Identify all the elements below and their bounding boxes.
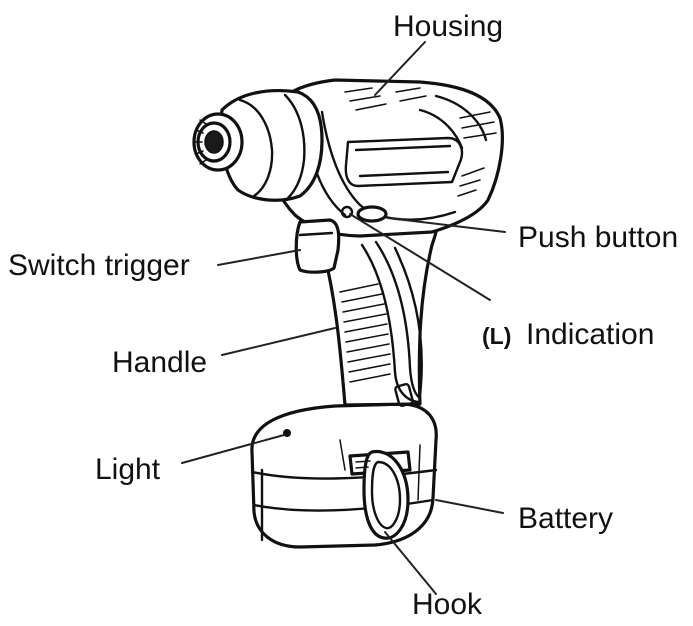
label-housing: Housing [393, 10, 503, 43]
leader-handle [222, 328, 335, 355]
label-light: Light [95, 453, 161, 486]
label-handle: Handle [112, 346, 207, 379]
label-indication: Indication [526, 318, 654, 351]
push-button-shape [358, 207, 386, 221]
leader-switch-trigger [218, 250, 300, 265]
trigger-shape [296, 220, 338, 272]
label-hook: Hook [412, 588, 483, 621]
leader-hook [385, 532, 436, 594]
nose-chuck [194, 91, 322, 201]
label-switch-trigger: Switch trigger [8, 249, 190, 282]
label-indication-symbol: (L) [482, 323, 511, 349]
battery-pack [252, 404, 436, 547]
leader-battery [436, 500, 503, 513]
label-battery: Battery [518, 502, 613, 535]
drill-illustration [194, 80, 502, 547]
label-push-button: Push button [518, 221, 678, 254]
